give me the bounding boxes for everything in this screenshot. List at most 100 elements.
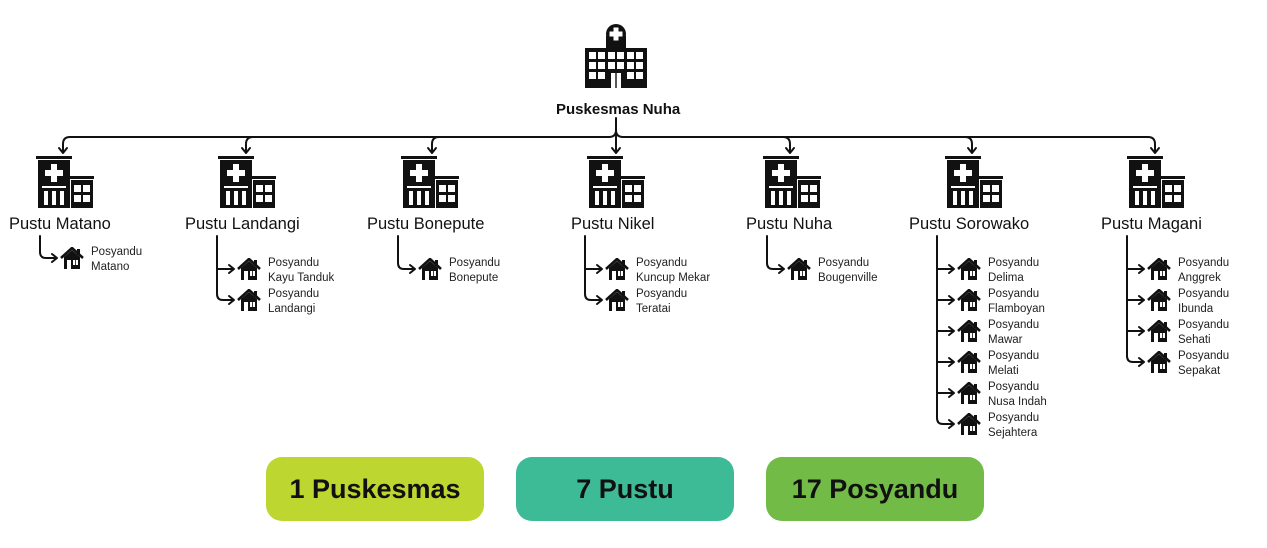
bus-drop-line: [782, 136, 791, 153]
posyandu-label-line-1: Posyandu: [988, 257, 1040, 269]
posyandu-label-line-1: Posyandu: [1178, 350, 1230, 362]
arrowhead: [948, 295, 955, 305]
root-label: Puskesmas Nuha: [556, 101, 681, 118]
house-icon: [957, 350, 981, 378]
posyandu-label-line-2: Nusa Indah: [988, 396, 1047, 408]
house-icon: [957, 412, 981, 440]
house-icon: [957, 319, 981, 347]
posyandu-stem-line: [39, 235, 57, 259]
house-icon: [605, 288, 629, 316]
arrowhead: [948, 388, 955, 398]
summary-badge: 7 Pustu: [516, 457, 734, 521]
pustu-label: Pustu Sorowako: [909, 215, 1030, 233]
posyandu-label-line-2: Mawar: [988, 334, 1023, 346]
arrowhead: [596, 295, 603, 305]
bus-right-line: [615, 129, 1156, 153]
arrowhead: [228, 295, 235, 305]
arrowhead: [58, 147, 68, 154]
clinic-icon: [218, 156, 276, 213]
posyandu-label-line-2: Ibunda: [1178, 303, 1214, 315]
hospital-icon: [585, 24, 647, 88]
arrowhead: [778, 264, 785, 274]
house-icon: [1147, 288, 1171, 316]
arrowhead: [948, 357, 955, 367]
arrowhead: [611, 147, 621, 154]
posyandu-label-line-1: Posyandu: [1178, 257, 1230, 269]
pustu-label: Pustu Nuha: [746, 215, 833, 233]
posyandu-stem-line: [766, 235, 784, 270]
house-icon: [237, 288, 261, 316]
arrowhead: [1150, 147, 1160, 154]
posyandu-label-line-1: Posyandu: [636, 288, 688, 300]
arrowhead: [1138, 264, 1145, 274]
summary-badge: 17 Posyandu: [766, 457, 984, 521]
arrowhead: [51, 253, 58, 263]
bus-drop-line: [964, 136, 973, 153]
summary-badge: 1 Puskesmas: [266, 457, 484, 521]
clinic-icon: [763, 156, 821, 213]
posyandu-label-line-1: Posyandu: [988, 412, 1040, 424]
posyandu-label-line-2: Sejahtera: [988, 427, 1038, 439]
posyandu-label-line-1: Posyandu: [988, 350, 1040, 362]
posyandu-label-line-2: Bougenville: [818, 272, 878, 284]
posyandu-label-line-1: Posyandu: [449, 257, 501, 269]
bus-drop-line: [431, 136, 440, 153]
arrowhead: [228, 264, 235, 274]
posyandu-label-line-2: Bonepute: [449, 272, 499, 284]
bus-drop-line: [245, 136, 254, 153]
posyandu-label-line-1: Posyandu: [91, 246, 143, 258]
house-icon: [605, 257, 629, 285]
arrowhead: [409, 264, 416, 274]
arrowhead: [1138, 357, 1145, 367]
posyandu-label-line-2: Landangi: [268, 303, 316, 315]
house-icon: [1147, 319, 1171, 347]
house-icon: [787, 257, 811, 285]
arrowhead: [427, 147, 437, 154]
house-icon: [957, 381, 981, 409]
bus-left-line: [62, 129, 617, 153]
posyandu-label-line-1: Posyandu: [268, 288, 320, 300]
posyandu-label-line-1: Posyandu: [988, 319, 1040, 331]
posyandu-label-line-1: Posyandu: [818, 257, 870, 269]
posyandu-label-line-2: Anggrek: [1178, 272, 1221, 284]
posyandu-label-line-1: Posyandu: [636, 257, 688, 269]
arrowhead: [948, 326, 955, 336]
pustu-label: Pustu Landangi: [185, 215, 300, 233]
clinic-icon: [945, 156, 1003, 213]
house-icon: [1147, 257, 1171, 285]
pustu-label: Pustu Magani: [1101, 215, 1202, 233]
arrowhead: [1138, 326, 1145, 336]
posyandu-label-line-1: Posyandu: [268, 257, 320, 269]
posyandu-label-line-2: Matano: [91, 261, 130, 273]
posyandu-label-line-2: Sepakat: [1178, 365, 1221, 377]
posyandu-label-line-2: Sehati: [1178, 334, 1211, 346]
posyandu-stem-line: [936, 235, 954, 425]
posyandu-stem-line: [1126, 235, 1144, 363]
clinic-icon: [587, 156, 645, 213]
house-icon: [60, 246, 84, 274]
clinic-icon: [36, 156, 94, 213]
posyandu-label-line-1: Posyandu: [1178, 288, 1230, 300]
house-icon: [957, 288, 981, 316]
posyandu-stem-line: [216, 235, 234, 301]
arrowhead: [1138, 295, 1145, 305]
house-icon: [1147, 350, 1171, 378]
house-icon: [957, 257, 981, 285]
